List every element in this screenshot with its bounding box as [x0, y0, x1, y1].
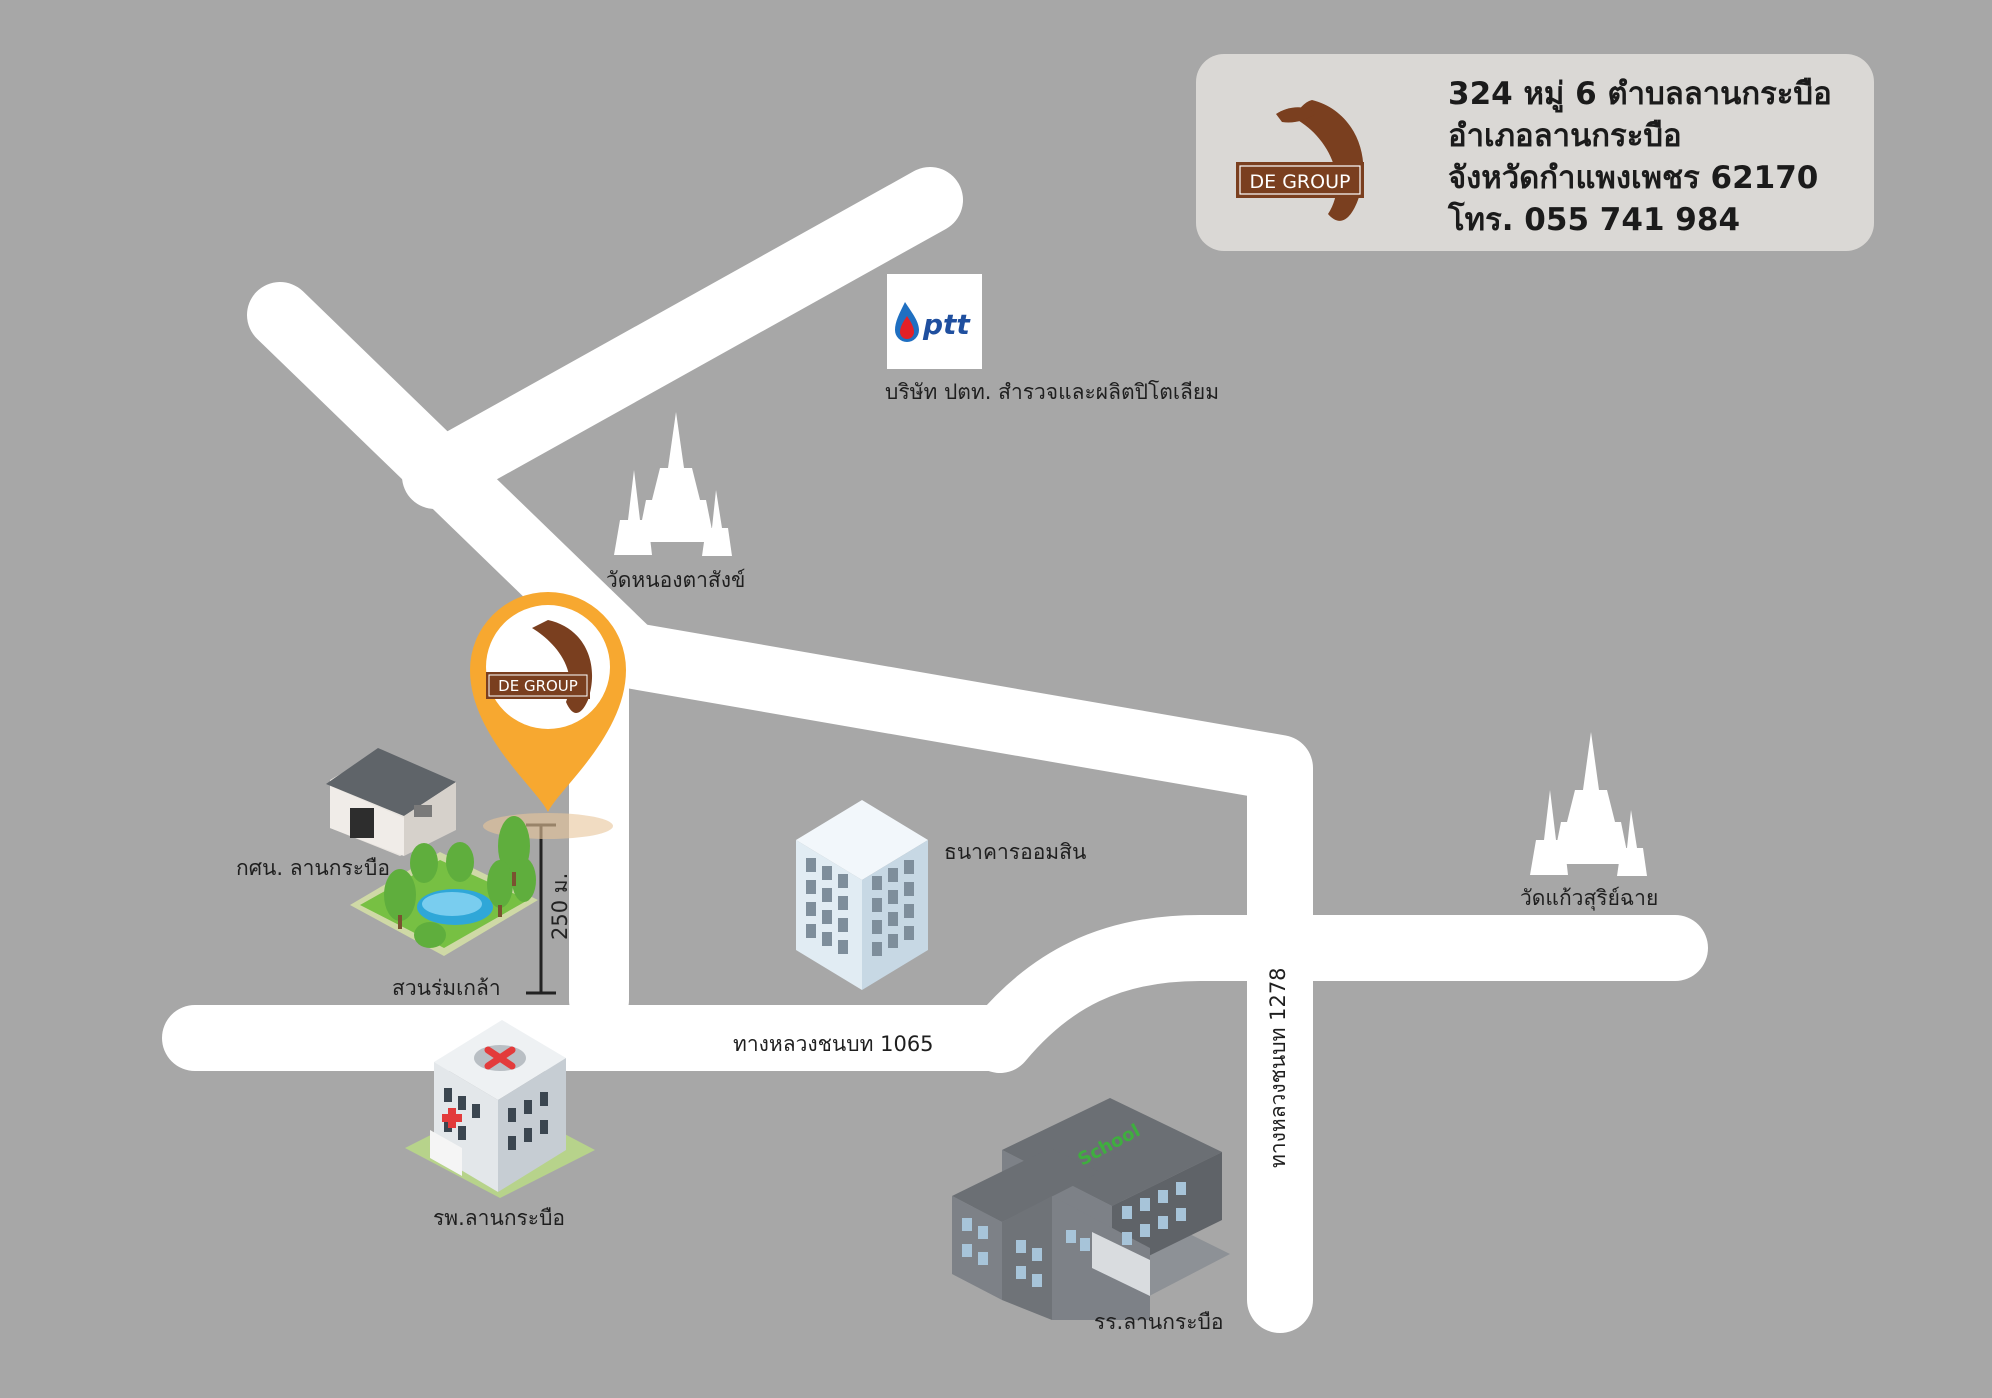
- ptt-wordmark: ptt: [922, 308, 971, 341]
- ptt-flame-icon: ptt: [895, 302, 971, 342]
- address-card: DE GROUP 324 หมู่ 6 ตำบลลานกระบือ อำเภอล…: [1196, 54, 1874, 251]
- highway-1278-label: ทางหลวงชนบท 1278: [1266, 967, 1290, 1168]
- road-northeast: [402, 167, 963, 509]
- school-label: รร.ลานกระบือ: [1094, 1310, 1224, 1334]
- address-line1: 324 หมู่ 6 ตำบลลานกระบือ: [1448, 76, 1832, 112]
- distance-label: 250 ม.: [548, 873, 572, 940]
- road-curve-east: [967, 915, 1708, 1073]
- de-group-logo: DE GROUP: [1236, 100, 1364, 221]
- office-label: กศน. ลานกระบือ: [236, 856, 390, 880]
- address-line3: จังหวัดกำแพงเพชร 62170: [1448, 160, 1819, 196]
- address-brand: DE GROUP: [1250, 171, 1351, 193]
- ptt-label: บริษัท ปตท. สำรวจและผลิตปิโตเลียม: [885, 380, 1220, 404]
- temple2-label: วัดแก้วสุริย์ฉาย: [1520, 886, 1659, 910]
- ptt-logo: ptt: [887, 274, 982, 369]
- hospital-building: [405, 1020, 595, 1198]
- address-line2: อำเภอลานกระบือ: [1448, 118, 1682, 154]
- road-diagonal-east: [567, 617, 1313, 1333]
- bank-building: [796, 800, 928, 990]
- bank-label: ธนาคารออมสิน: [944, 840, 1087, 864]
- school-building: School: [952, 1098, 1230, 1320]
- office-building: [326, 748, 456, 856]
- temple-icon-2: [1530, 732, 1647, 876]
- highway-1065-label: ทางหลวงชนบท 1065: [733, 1032, 934, 1056]
- pin-brand: DE GROUP: [498, 677, 578, 695]
- park: [350, 816, 538, 956]
- park-label: สวนร่มเกล้า: [392, 976, 501, 1000]
- hospital-label: รพ.ลานกระบือ: [433, 1206, 566, 1230]
- address-phone: โทร. 055 741 984: [1448, 202, 1741, 238]
- temple1-label: วัดหนองตาสังข์: [606, 568, 746, 592]
- temple-icon-1: [614, 412, 732, 556]
